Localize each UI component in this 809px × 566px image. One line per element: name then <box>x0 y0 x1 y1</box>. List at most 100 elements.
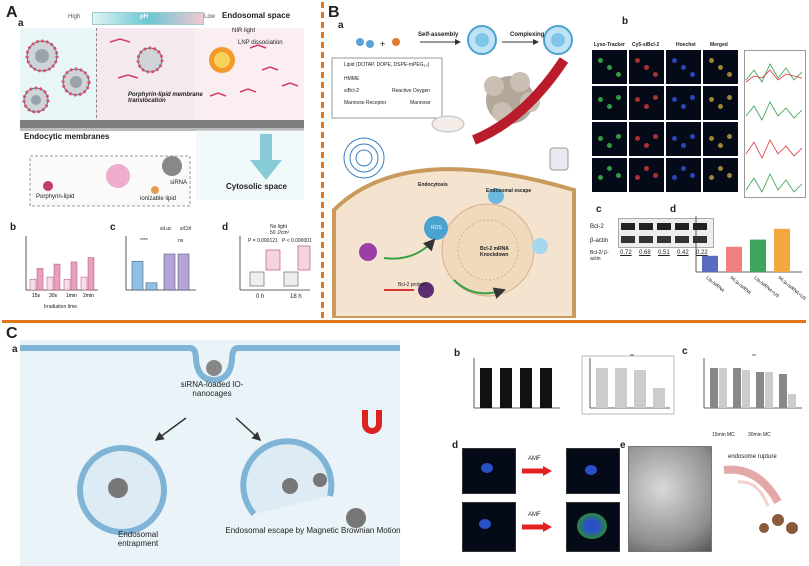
blot-row-bcl2: Bcl-2 <box>590 224 604 230</box>
bar <box>719 368 727 408</box>
panel-b-legend-box <box>331 57 443 119</box>
bcl2-protein-label: Bcl-2 protein <box>398 282 427 288</box>
amf-arrow-2 <box>522 522 552 532</box>
chart-c-c <box>703 358 802 409</box>
bar <box>742 370 750 408</box>
escape-magnetic-label: Endosomal escape by Magnetic Brownian Mo… <box>225 526 401 535</box>
tick-label: ML/p₂/siRNA <box>729 275 752 295</box>
entrapment-label: Endosomal entrapment <box>117 530 159 548</box>
panel-a-sub: a <box>18 18 24 29</box>
chart-a-d-legend-1: No light <box>270 224 287 230</box>
self-assembly-label: Self-assembly <box>418 32 459 38</box>
blot-ratio-value: 0.51 <box>658 250 670 256</box>
bar <box>756 372 764 408</box>
bar <box>36 268 44 291</box>
panel-c-illustration <box>20 340 400 566</box>
micro-image-after-1 <box>566 448 620 494</box>
panel-c-letter: C <box>6 325 18 342</box>
bar <box>540 368 552 408</box>
endocytic-membrane <box>20 120 304 131</box>
panel-b-sub: a <box>338 20 344 31</box>
micro-tile <box>629 122 664 156</box>
bar <box>779 374 787 408</box>
nanocage-icon <box>346 508 366 528</box>
chart-a-c-ns: ns <box>178 238 184 244</box>
chart-c-b <box>473 355 675 415</box>
bar <box>765 372 773 408</box>
chart-a-d-legend-2: 50 J/cm² <box>270 230 290 236</box>
micro-tile <box>629 50 664 84</box>
bar <box>177 253 190 291</box>
western-blot <box>618 218 714 248</box>
bar <box>46 276 54 291</box>
blot-ratio-value: 0.42 <box>677 250 689 256</box>
micro-tile <box>666 50 701 84</box>
bar <box>131 260 144 291</box>
chart-c-c-legend-2: 30min MC <box>748 432 771 438</box>
micro-col-3: Merged <box>710 42 728 48</box>
micro-tile <box>629 158 664 192</box>
panel-a-scene-right <box>194 28 304 128</box>
tem-image <box>628 446 712 552</box>
chart-a-d-letter: d <box>222 222 229 233</box>
lnp-particle <box>22 86 50 114</box>
legend-ionizable-label: ionizable lipid <box>140 196 177 202</box>
blot-ratio-value: 0.68 <box>639 250 651 256</box>
tick-label: L/p₂/siRNA <box>705 275 725 293</box>
chart-a-d-p2: P < 0.000001 <box>282 238 312 244</box>
endocytic-membranes-label: Endocytic membranes <box>24 132 110 141</box>
micro-tile <box>666 122 701 156</box>
bar <box>29 278 37 291</box>
bar <box>774 228 790 272</box>
panel-b-b-letter: b <box>622 16 629 27</box>
bcl2-protein-icon <box>418 282 434 298</box>
micro-tile <box>629 86 664 120</box>
micro-col-0: Lyso-Tracker <box>594 42 625 48</box>
translocation-label: Porphyrin-lipid membrane translocation <box>128 92 203 104</box>
panel-c-c-letter: c <box>682 346 688 357</box>
plasma-membrane <box>20 345 400 384</box>
ph-low-label: Low <box>204 14 216 20</box>
panel-b-d-letter: d <box>670 204 677 215</box>
legend-ros: Reactive Oxygen <box>392 88 431 94</box>
svg-text:+: + <box>380 39 385 49</box>
bar <box>53 263 61 291</box>
panel-c-sub: a <box>12 344 18 355</box>
tick-label: 2min <box>83 293 94 299</box>
line-profiles <box>745 63 803 193</box>
bar <box>163 253 176 291</box>
ph-title: pH <box>140 14 148 20</box>
complexing-label: Complexing <box>510 32 545 38</box>
panel-a-scene-mid <box>96 28 196 128</box>
bar <box>634 370 646 408</box>
bar <box>145 282 158 291</box>
endosome <box>424 216 448 240</box>
lnp-dissociation-label: LNP dissociation <box>238 40 283 46</box>
micro-tile <box>703 158 738 192</box>
micro-image-before-2 <box>462 502 516 552</box>
bar <box>63 278 71 291</box>
microscopy-grid <box>592 50 742 196</box>
legend-sirna: siBcl-2 <box>344 88 360 94</box>
chart-a-b-letter: b <box>10 222 17 233</box>
bar <box>70 261 78 291</box>
ros-label: ROS <box>431 225 442 231</box>
panel-b-illustration: + <box>331 25 576 318</box>
tick-label: 15s <box>32 293 41 299</box>
ph-gradient-bar <box>92 12 204 25</box>
legend-lipid: Lipid (DOTAP, DOPE, DSPE-mPEG₂₀) <box>344 62 430 68</box>
cytosol-box <box>196 130 304 200</box>
mouse <box>431 115 465 133</box>
endocytosis-label: Endocytosis <box>418 182 448 188</box>
amf-label-1: AMF <box>528 456 541 462</box>
chart-a-c-letter: c <box>110 222 116 233</box>
bar <box>80 276 88 291</box>
bar <box>500 368 512 408</box>
legend-sirna-label: siRNA <box>170 180 188 186</box>
legend-porphyrin-label: Porphyrin-lipid <box>36 194 75 200</box>
panel-b-letter: B <box>328 4 340 21</box>
bar <box>733 368 741 408</box>
